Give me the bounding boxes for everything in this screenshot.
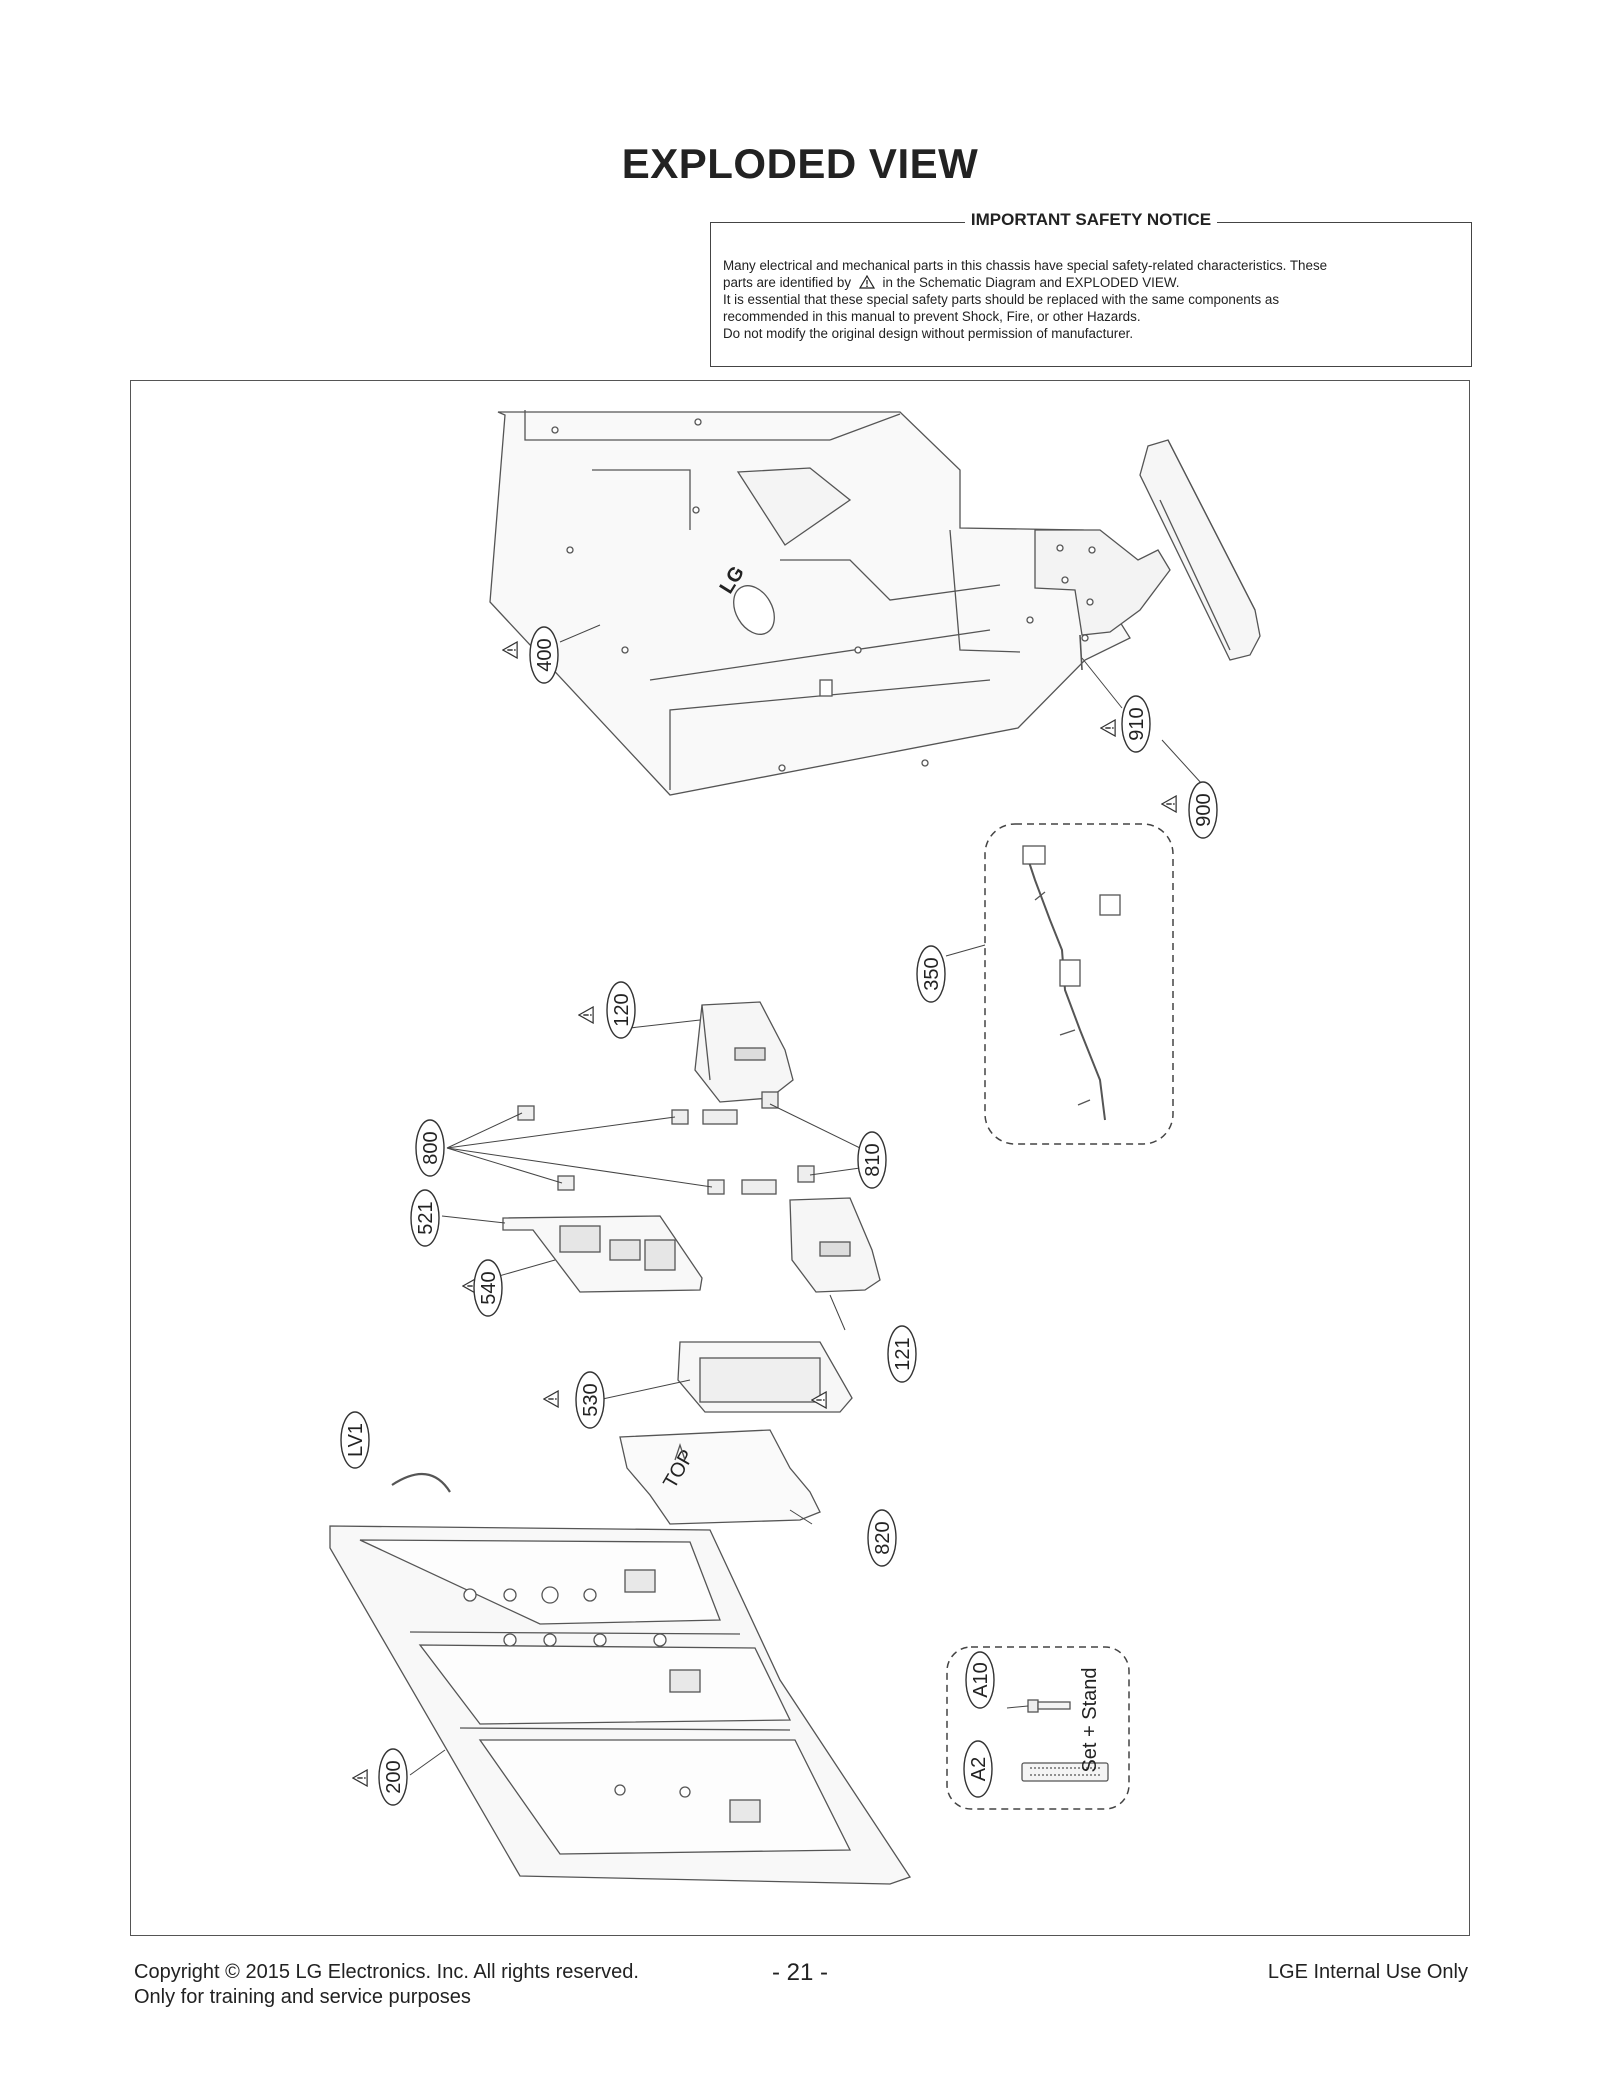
part-910-label: 910 (1121, 695, 1151, 753)
insulator-sheet-820: TOP (619, 1429, 821, 1525)
bracket-pieces (517, 1091, 815, 1195)
part-121-label: 121 (887, 1325, 917, 1383)
lvds-cable (391, 1472, 451, 1493)
copyright-text: Copyright © 2015 LG Electronics. Inc. Al… (134, 1961, 639, 1983)
internal-use-text: LGE Internal Use Only (1267, 1961, 1468, 1983)
part-521-label: 521 (410, 1189, 440, 1247)
part-820-label: 820 (867, 1509, 897, 1567)
power-board-530 (677, 1341, 853, 1413)
notice-text: parts are identified by (723, 275, 852, 290)
svg-text:540: 540 (478, 1271, 500, 1304)
notice-line: Many electrical and mechanical parts in … (723, 258, 1328, 273)
power-shield-121 (789, 1197, 881, 1293)
safety-notice-box: IMPORTANT SAFETY NOTICE Many electrical … (710, 210, 1472, 367)
svg-text:120: 120 (611, 993, 633, 1026)
part-800-label: 800 (415, 1119, 445, 1177)
part-350-label: 350 (916, 945, 946, 1003)
notice-line: recommended in this manual to prevent Sh… (723, 309, 1141, 324)
notice-line: It is essential that these special safet… (723, 292, 1280, 307)
page-number: - 21 - (771, 1959, 828, 1986)
part-120-label: 120 (606, 981, 636, 1039)
back-cover: LG (489, 410, 1131, 796)
svg-text:200: 200 (383, 1760, 405, 1793)
page-title: EXPLODED VIEW (621, 140, 979, 187)
part-530-label: 530 (575, 1371, 605, 1429)
safety-notice-heading: IMPORTANT SAFETY NOTICE (964, 210, 1218, 229)
svg-text:A2: A2 (968, 1757, 990, 1781)
main-board-shield-120 (694, 1001, 794, 1103)
accessories-box (946, 1646, 1130, 1810)
svg-text:LV1: LV1 (345, 1423, 367, 1457)
svg-text:A10: A10 (970, 1662, 992, 1698)
warning-triangle-icon (858, 275, 875, 289)
svg-text:800: 800 (420, 1131, 442, 1164)
notice-line-identifier: parts are identified by in the Schematic… (723, 274, 1457, 291)
remote-control-a2 (1021, 1762, 1109, 1782)
purpose-text: Only for training and service purposes (134, 1986, 471, 2008)
svg-text:910: 910 (1126, 707, 1148, 740)
part-LV1-label: LV1 (340, 1411, 370, 1469)
leader-lines (409, 624, 1203, 1776)
part-400-label: 400 (529, 626, 559, 684)
part-A10-label: A10 (965, 1651, 995, 1709)
support-bracket (1022, 845, 1121, 1121)
diagram-frame (130, 380, 1470, 1936)
support-bracket-group (984, 823, 1174, 1145)
part-900-label: 900 (1188, 781, 1218, 839)
svg-text:400: 400 (534, 638, 556, 671)
svg-text:350: 350 (921, 957, 943, 990)
notice-line: Do not modify the original design withou… (723, 326, 1134, 341)
exploded-view-diagram: LG (329, 410, 1261, 1885)
part-A2-label: A2 (963, 1740, 993, 1798)
notice-text: in the Schematic Diagram and EXPLODED VI… (882, 275, 1180, 290)
part-number-ovals: 400 910 900 350 120 800 810 521 540 121 (340, 626, 1218, 1806)
stand-base (1139, 439, 1261, 661)
svg-text:810: 810 (862, 1143, 884, 1176)
part-200-label: 200 (378, 1748, 408, 1806)
screw-a10 (1027, 1699, 1071, 1713)
display-module-200 (329, 1525, 912, 1885)
svg-text:900: 900 (1193, 793, 1215, 826)
footer-left: Copyright © 2015 LG Electronics. Inc. Al… (134, 1960, 639, 2010)
accessory-note: Set + Stand (1079, 1667, 1101, 1772)
main-board-540 (502, 1215, 703, 1293)
part-540-label: 540 (473, 1259, 503, 1317)
safety-notice-body: Many electrical and mechanical parts in … (723, 257, 1457, 342)
svg-text:121: 121 (892, 1337, 914, 1370)
svg-text:820: 820 (872, 1521, 894, 1554)
part-810-label: 810 (857, 1131, 887, 1189)
svg-text:521: 521 (415, 1201, 437, 1234)
stand-neck (1034, 529, 1171, 671)
svg-text:530: 530 (580, 1383, 602, 1416)
